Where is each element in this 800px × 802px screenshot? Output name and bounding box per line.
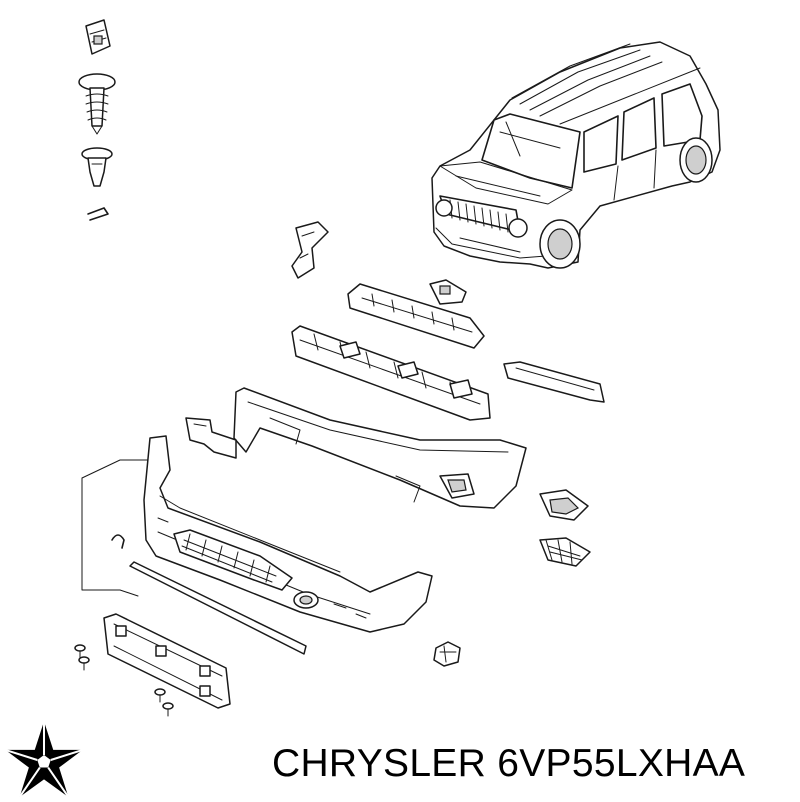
clip-small-icon (87, 207, 109, 221)
push-rivet-icon (78, 73, 116, 135)
clip-nut-icon (85, 19, 111, 55)
screw-icon (81, 147, 113, 187)
brand-name: CHRYSLER (272, 742, 487, 785)
part-caption: CHRYSLER 6VP55LXHAA (272, 736, 792, 792)
plate-screw-icon (74, 644, 174, 717)
energy-absorber-icon (291, 325, 491, 421)
bumper-fascia-upper-icon (233, 387, 527, 509)
chrysler-pentastar-icon (5, 721, 83, 798)
pentastar-inner-pentagon (37, 754, 51, 768)
fog-lamp-bezel-upper-icon (539, 489, 589, 521)
hook-clip-icon (111, 534, 125, 549)
fog-lamp-bezel-lower-icon (539, 537, 591, 567)
license-bracket-small-icon (185, 417, 237, 459)
upper-reinforcement-icon (347, 283, 485, 349)
callout-bracket (81, 459, 155, 597)
side-bracket-right-icon (503, 361, 605, 403)
part-number: 6VP55LXHAA (497, 742, 746, 785)
license-plate-bracket-icon (103, 613, 231, 709)
vehicle-illustration (431, 41, 721, 269)
tow-hook-cap-icon (433, 641, 461, 667)
bumper-bracket-left-icon (291, 221, 329, 279)
mounting-bracket-icon (429, 279, 467, 305)
bumper-trim-strip-icon (129, 561, 307, 655)
bumper-fascia-lower-icon (143, 435, 433, 633)
